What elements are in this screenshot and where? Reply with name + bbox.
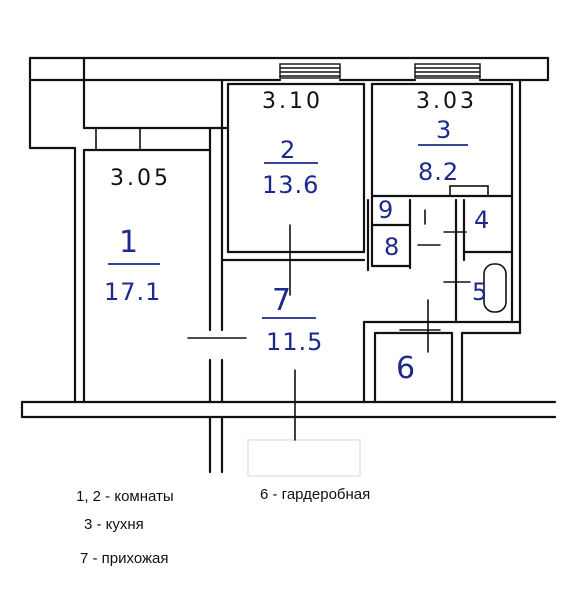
room2-area: 13.6 [262,171,319,199]
room7-area: 11.5 [266,328,323,356]
dimension-room3: 3.03 [416,89,477,114]
outer-walls [20,56,557,419]
faint-stamp [247,439,361,477]
dimension-room2: 3.10 [262,89,323,114]
room1-area: 17.1 [104,278,161,306]
legend-rooms: 1, 2 - комнаты [76,488,174,505]
interior-walls [187,78,522,474]
room7-number: 7 [272,283,291,318]
room4-number: 4 [474,206,489,234]
window-room1 [95,127,141,151]
dimension-room1: 3.05 [110,166,171,191]
legend-hallway: 7 - прихожая [80,550,169,567]
legend-kitchen: 3 - кухня [84,516,144,533]
room2-number: 2 [280,136,295,164]
room3-area: 8.2 [418,158,459,186]
room1-number: 1 [119,225,138,260]
window-room3 [414,63,481,79]
room8-number: 8 [384,233,399,261]
room3-number: 3 [436,116,451,144]
window-room2 [279,63,341,79]
legend-wardrobe: 6 - гардеробная [260,486,371,503]
room6-number: 6 [396,351,415,386]
room9-number: 9 [378,196,393,224]
room5-number: 5 [472,278,487,306]
